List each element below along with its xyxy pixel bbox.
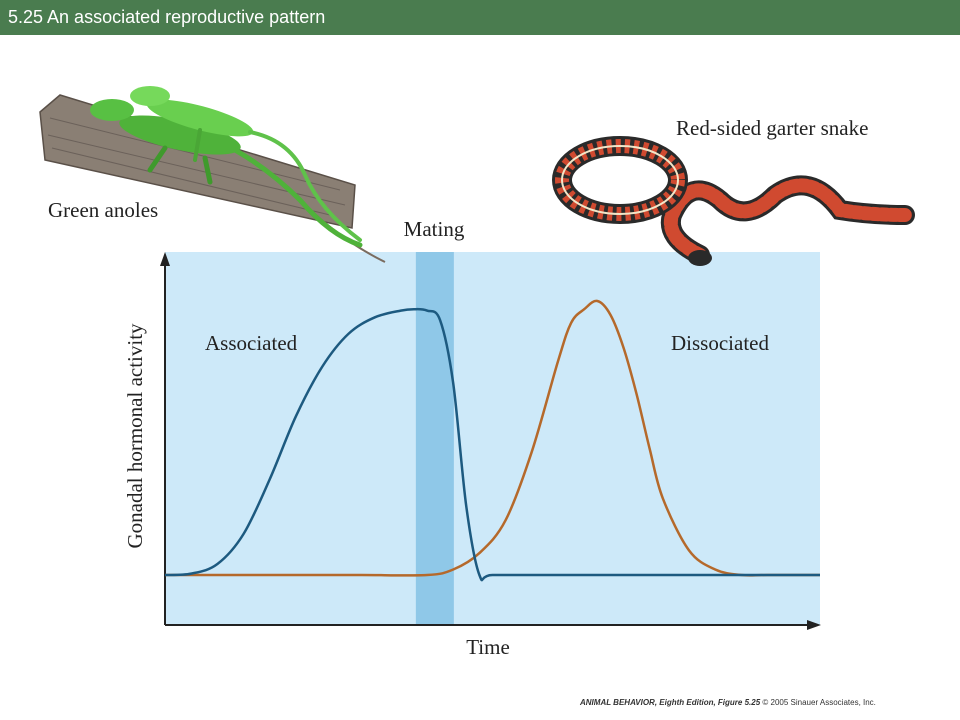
anoles-label: Green anoles — [48, 198, 158, 222]
anole-head — [90, 99, 134, 121]
branch — [39, 94, 356, 229]
garter-snake-illustration — [552, 136, 915, 266]
series-line-dissociated — [165, 299, 820, 577]
plot-background — [165, 252, 820, 625]
mating-band — [415, 252, 454, 625]
credit-copyright: © 2005 Sinauer Associates, Inc. — [762, 698, 876, 707]
associated-label: Associated — [205, 331, 298, 355]
x-axis-arrow-icon — [807, 620, 821, 630]
series-line-associated — [164, 307, 820, 582]
anole-body — [146, 99, 254, 137]
snake-label: Red-sided garter snake — [676, 116, 868, 140]
snake-head — [688, 250, 712, 266]
axes — [160, 252, 821, 630]
x-axis-label: Time — [466, 635, 510, 659]
credit-book: ANIMAL BEHAVIOR, Eighth Edition, Figure … — [580, 698, 761, 707]
figure-credit: ANIMAL BEHAVIOR, Eighth Edition, Figure … — [580, 698, 876, 707]
anole-body — [119, 115, 241, 155]
dissociated-label: Dissociated — [671, 331, 769, 355]
green-anoles-illustration — [39, 86, 386, 263]
y-axis-label: Gonadal hormonal activity — [123, 323, 147, 549]
page-title: 5.25 An associated reproductive pattern — [8, 7, 326, 27]
y-axis-arrow-icon — [160, 252, 170, 266]
anole-head — [130, 86, 170, 106]
title-bar: 5.25 An associated reproductive pattern — [0, 0, 960, 35]
mating-label: Mating — [404, 217, 465, 241]
